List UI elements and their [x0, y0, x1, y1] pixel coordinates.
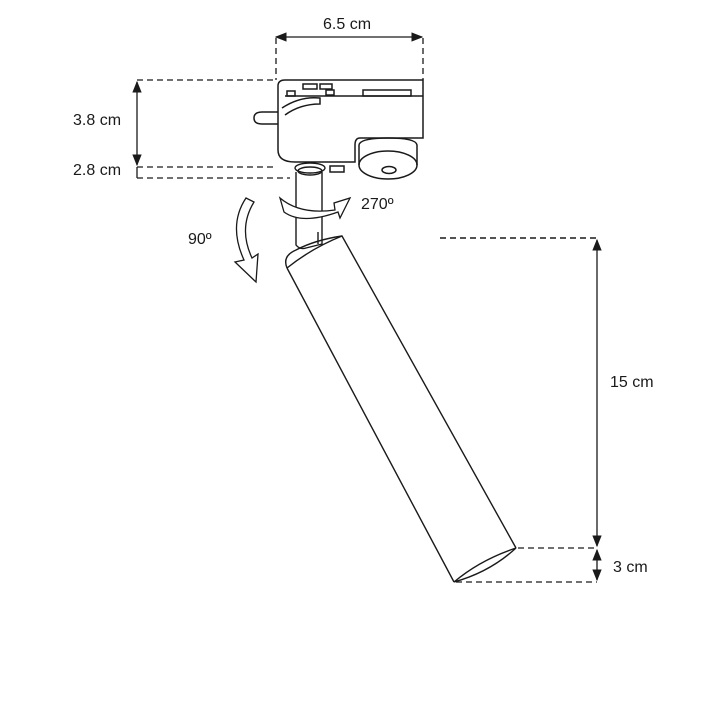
width-dimension [274, 32, 424, 80]
tube-length-label: 15 cm [610, 374, 654, 391]
swivel-label: 270º [361, 196, 394, 213]
tilt-arrow [233, 197, 259, 284]
tilt-label: 90º [188, 231, 212, 248]
spotlight-tube [284, 235, 598, 583]
swivel-arrow [278, 196, 352, 220]
width-label: 6.5 cm [323, 16, 372, 33]
height-dimension [132, 79, 290, 179]
track-adapter [253, 79, 424, 180]
stem [294, 162, 326, 250]
tube-length-dimension [456, 238, 602, 583]
tube-diameter-label: 3 cm [613, 559, 648, 576]
adapter-height-label: 3.8 cm [73, 112, 122, 129]
adapter-offset-label: 2.8 cm [73, 162, 122, 179]
